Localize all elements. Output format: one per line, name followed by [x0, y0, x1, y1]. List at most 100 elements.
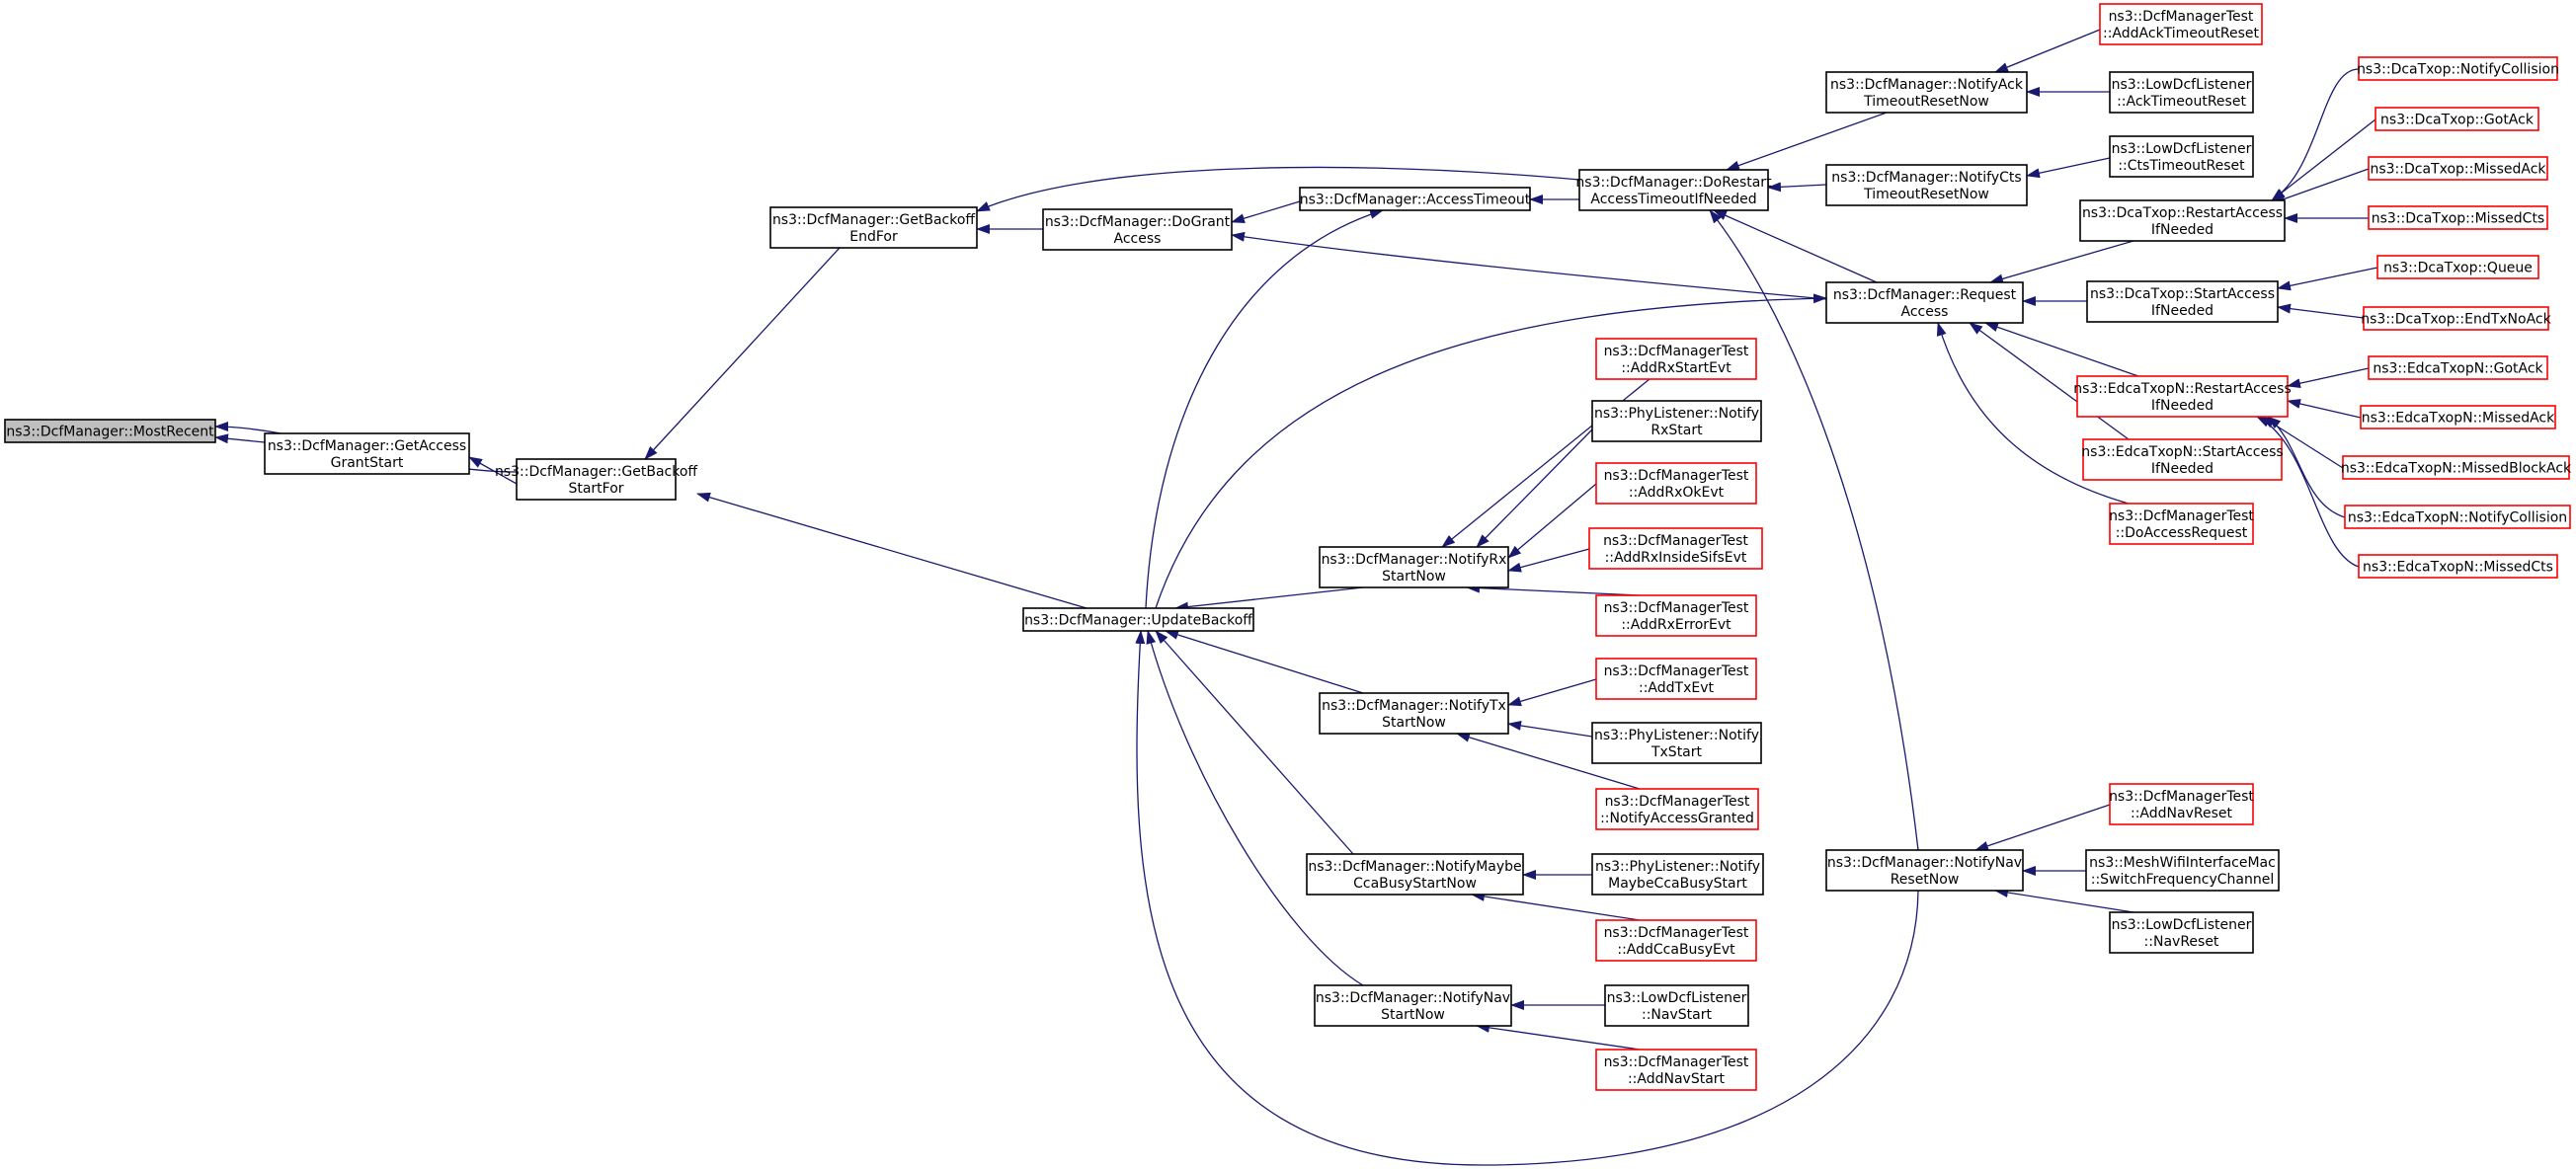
node-box[interactable] [1825, 281, 2024, 324]
node-box[interactable] [2109, 783, 2254, 825]
node-box[interactable] [2082, 438, 2283, 481]
node-most-recent[interactable]: ns3::DcfManager::MostRecent [4, 419, 216, 443]
node-box[interactable] [516, 458, 677, 501]
node-dca-queue[interactable]: ns3::DcaTxop::Queue [2376, 255, 2539, 279]
node-box[interactable] [2368, 355, 2548, 380]
node-test-add-rx-ok-evt[interactable]: ns3::DcfManagerTest::AddRxOkEvt [1595, 462, 1757, 505]
node-edca-notify-collision[interactable]: ns3::EdcaTxopN::NotifyCollision [2344, 505, 2571, 529]
node-notify-maybe-cca-busy-start-now[interactable]: ns3::DcfManager::NotifyMaybeCcaBusyStart… [1306, 853, 1524, 896]
node-box[interactable] [2375, 107, 2539, 131]
node-dca-notify-collision[interactable]: ns3::DcaTxop::NotifyCollision [2357, 56, 2559, 81]
node-box[interactable] [2086, 280, 2279, 323]
node-box[interactable] [4, 419, 216, 443]
node-box[interactable] [1314, 984, 1512, 1027]
node-edca-got-ack[interactable]: ns3::EdcaTxopN::GotAck [2368, 355, 2548, 380]
node-box[interactable] [2076, 375, 2289, 418]
node-box[interactable] [2368, 205, 2548, 230]
node-box[interactable] [1595, 788, 1759, 830]
node-box[interactable] [264, 432, 470, 475]
node-box[interactable] [1591, 853, 1764, 896]
node-test-add-tx-evt[interactable]: ns3::DcfManagerTest::AddTxEvt [1595, 658, 1757, 700]
node-box[interactable] [2342, 455, 2570, 480]
node-update-backoff[interactable]: ns3::DcfManager::UpdateBackoff [1022, 607, 1254, 632]
node-box[interactable] [1825, 849, 2024, 892]
node-box[interactable] [1591, 400, 1762, 442]
node-box[interactable] [1319, 692, 1509, 735]
node-edca-missed-cts[interactable]: ns3::EdcaTxopN::MissedCts [2358, 554, 2558, 579]
node-dca-got-ack[interactable]: ns3::DcaTxop::GotAck [2375, 107, 2539, 131]
node-dca-missed-cts[interactable]: ns3::DcaTxop::MissedCts [2368, 205, 2548, 230]
node-access-timeout[interactable]: ns3::DcfManager::AccessTimeout [1299, 187, 1531, 211]
node-box[interactable] [1595, 462, 1757, 505]
node-box[interactable] [2376, 255, 2539, 279]
node-test-add-nav-start[interactable]: ns3::DcfManagerTest::AddNavStart [1595, 1049, 1757, 1091]
node-box[interactable] [2344, 505, 2571, 529]
node-edca-missed-ack[interactable]: ns3::EdcaTxopN::MissedAck [2360, 405, 2556, 429]
node-test-do-access-request[interactable]: ns3::DcfManagerTest::DoAccessRequest [2109, 503, 2254, 545]
node-dca-missed-ack[interactable]: ns3::DcaTxop::MissedAck [2368, 156, 2548, 181]
node-test-add-nav-reset[interactable]: ns3::DcfManagerTest::AddNavReset [2109, 783, 2254, 825]
node-box[interactable] [2360, 405, 2556, 429]
node-box[interactable] [2358, 554, 2558, 579]
node-box[interactable] [1825, 71, 2028, 114]
node-test-add-cca-busy-evt[interactable]: ns3::DcfManagerTest::AddCcaBusyEvt [1595, 919, 1757, 962]
node-box[interactable] [1604, 984, 1749, 1027]
node-box[interactable] [1595, 919, 1757, 962]
node-ldl-nav-reset[interactable]: ns3::LowDcfListener::NavReset [2109, 911, 2254, 954]
node-test-add-ack-timeout-reset[interactable]: ns3::DcfManagerTest::AddAckTimeoutReset [2099, 3, 2263, 45]
node-box[interactable] [2109, 71, 2254, 114]
node-edca-missed-block-ack[interactable]: ns3::EdcaTxopN::MissedBlockAck [2341, 455, 2572, 480]
node-dca-end-tx-no-ack[interactable]: ns3::DcaTxop::EndTxNoAck [2361, 306, 2552, 331]
node-do-restart-access-timeout[interactable]: ns3::DcfManager::DoRestartAccessTimeoutI… [1575, 169, 1772, 211]
node-box[interactable] [1319, 546, 1509, 588]
node-box[interactable] [2085, 849, 2280, 892]
node-box[interactable] [1595, 338, 1757, 380]
node-box[interactable] [1042, 208, 1233, 251]
node-phy-notify-maybe-cca-busy-start[interactable]: ns3::PhyListener::NotifyMaybeCcaBusyStar… [1591, 853, 1764, 896]
node-box[interactable] [2109, 503, 2254, 545]
node-ldl-nav-start[interactable]: ns3::LowDcfListener::NavStart [1604, 984, 1749, 1027]
node-box[interactable] [1588, 527, 1763, 570]
node-test-add-rx-inside-sifs-evt[interactable]: ns3::DcfManagerTest::AddRxInsideSifsEvt [1588, 527, 1763, 570]
node-box[interactable] [1306, 853, 1524, 896]
node-box[interactable] [1825, 164, 2028, 206]
node-ldl-ack-timeout-reset[interactable]: ns3::LowDcfListener::AckTimeoutReset [2109, 71, 2254, 114]
node-ldl-cts-timeout-reset[interactable]: ns3::LowDcfListener::CtsTimeoutReset [2109, 135, 2254, 178]
node-box[interactable] [2363, 306, 2549, 331]
node-box[interactable] [2099, 3, 2263, 45]
node-box[interactable] [2358, 56, 2558, 81]
node-test-notify-access-granted[interactable]: ns3::DcfManagerTest::NotifyAccessGranted [1595, 788, 1759, 830]
node-box[interactable] [2368, 156, 2548, 181]
node-notify-ack-timeout-reset-now[interactable]: ns3::DcfManager::NotifyAckTimeoutResetNo… [1825, 71, 2028, 114]
node-test-add-rx-start-evt[interactable]: ns3::DcfManagerTest::AddRxStartEvt [1595, 338, 1757, 380]
node-box[interactable] [1299, 187, 1531, 211]
node-box[interactable] [1595, 658, 1757, 700]
node-mesh-switch-frequency-channel[interactable]: ns3::MeshWifiInterfaceMac::SwitchFrequen… [2085, 849, 2280, 892]
node-box[interactable] [1022, 607, 1254, 632]
node-box[interactable] [2079, 199, 2286, 242]
node-box[interactable] [2109, 911, 2254, 954]
node-box[interactable] [769, 206, 978, 249]
node-box[interactable] [1595, 594, 1757, 637]
node-box[interactable] [1578, 169, 1769, 211]
node-notify-cts-timeout-reset-now[interactable]: ns3::DcfManager::NotifyCtsTimeoutResetNo… [1825, 164, 2028, 206]
node-box[interactable] [1591, 722, 1762, 764]
node-test-add-rx-error-evt[interactable]: ns3::DcfManagerTest::AddRxErrorEvt [1595, 594, 1757, 637]
node-box[interactable] [2109, 135, 2254, 178]
node-box[interactable] [1595, 1049, 1757, 1091]
